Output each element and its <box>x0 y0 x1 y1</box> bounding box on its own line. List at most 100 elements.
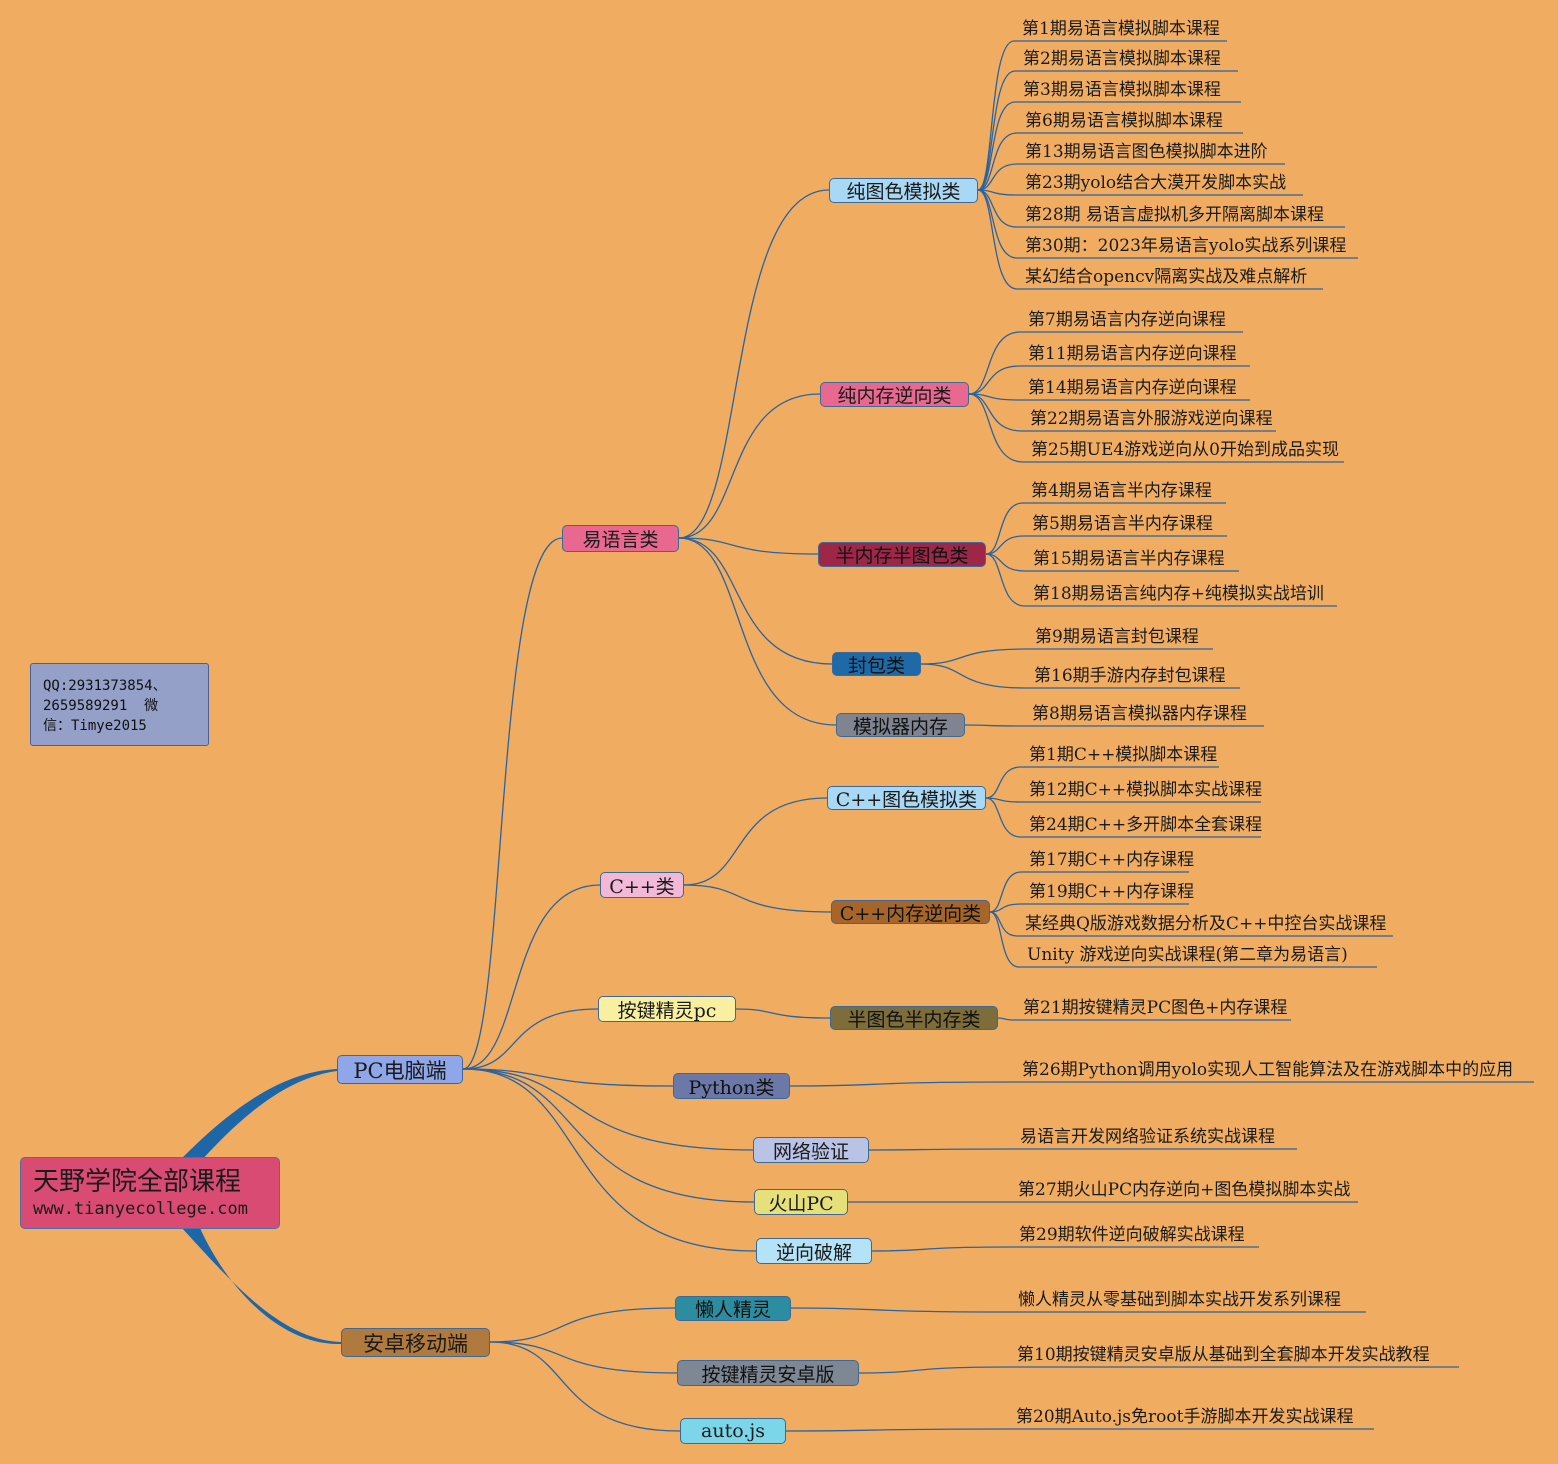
autojs-node[interactable]: auto.js <box>680 1418 786 1444</box>
packet-node[interactable]: 封包类 <box>832 652 921 677</box>
course-item[interactable]: 第1期C++模拟脚本课程 <box>1029 745 1218 765</box>
course-item[interactable]: 第11期易语言内存逆向课程 <box>1028 344 1237 364</box>
course-item[interactable]: 易语言开发网络验证系统实战课程 <box>1020 1127 1275 1147</box>
course-item[interactable]: 懒人精灵从零基础到脚本实战开发系列课程 <box>1018 1290 1341 1310</box>
course-item[interactable]: 第10期按键精灵安卓版从基础到全套脚本开发实战教程 <box>1017 1345 1430 1365</box>
half-node[interactable]: 半内存半图色类 <box>818 542 986 567</box>
connector <box>678 393 821 539</box>
connector <box>789 1081 1015 1087</box>
course-item[interactable]: 第18期易语言纯内存+纯模拟实战培训 <box>1033 584 1324 604</box>
connector <box>964 724 1025 727</box>
course-item[interactable]: Unity 游戏逆向实战课程(第二章为易语言) <box>1027 945 1348 965</box>
root-url: www.tianyecollege.com <box>33 1199 248 1219</box>
course-item[interactable]: 第27期火山PC内存逆向+图色模拟脚本实战 <box>1018 1180 1351 1200</box>
cpp-memory-node[interactable]: C++内存逆向类 <box>831 900 990 925</box>
course-item[interactable]: 第21期按键精灵PC图色+内存课程 <box>1023 998 1288 1018</box>
connector <box>462 1068 757 1252</box>
connector <box>678 189 830 539</box>
connector <box>920 663 1027 689</box>
python-node[interactable]: Python类 <box>673 1073 790 1099</box>
course-item[interactable]: 第20期Auto.js免root手游脚本开发实战课程 <box>1016 1407 1354 1427</box>
pure-memory-node[interactable]: 纯内存逆向类 <box>820 382 969 407</box>
crack-node[interactable]: 逆向破解 <box>756 1238 872 1264</box>
course-item[interactable]: 第30期：2023年易语言yolo实战系列课程 <box>1025 236 1347 256</box>
course-item[interactable]: 第16期手游内存封包课程 <box>1034 666 1226 686</box>
course-item[interactable]: 第2期易语言模拟脚本课程 <box>1023 49 1221 69</box>
connector <box>868 1148 1013 1151</box>
course-item[interactable]: 第17期C++内存课程 <box>1029 850 1195 870</box>
course-item[interactable]: 第3期易语言模拟脚本课程 <box>1023 80 1221 100</box>
course-item[interactable]: 某幻结合opencv隔离实战及难点解析 <box>1025 267 1308 287</box>
lanren-node[interactable]: 懒人精灵 <box>675 1296 791 1321</box>
connector <box>462 1068 674 1087</box>
course-item[interactable]: 第12期C++模拟脚本实战课程 <box>1029 780 1263 800</box>
connector <box>858 1366 1010 1374</box>
connector <box>989 871 1022 913</box>
course-item[interactable]: 第5期易语言半内存课程 <box>1032 514 1213 534</box>
course-item[interactable]: 第25期UE4游戏逆向从0开始到成品实现 <box>1031 440 1339 460</box>
course-item[interactable]: 第7期易语言内存逆向课程 <box>1028 310 1226 330</box>
course-item[interactable]: 第23期yolo结合大漠开发脚本实战 <box>1025 173 1287 193</box>
course-item[interactable]: 第6期易语言模拟脚本课程 <box>1025 111 1223 131</box>
course-item[interactable]: 第28期 易语言虚拟机多开隔离脚本课程 <box>1025 205 1325 225</box>
root-node[interactable]: 天野学院全部课程 www.tianyecollege.com <box>20 1157 280 1229</box>
connector <box>462 1068 754 1151</box>
course-item[interactable]: 某经典Q版游戏数据分析及C++中控台实战课程 <box>1025 914 1387 934</box>
connector <box>735 1008 831 1019</box>
network-node[interactable]: 网络验证 <box>753 1137 869 1163</box>
connector <box>489 1307 676 1343</box>
connector <box>985 535 1025 555</box>
ajjl-node[interactable]: 按键精灵pc <box>598 996 736 1022</box>
connector <box>462 884 601 1070</box>
connector <box>678 537 837 726</box>
connector <box>790 1307 1011 1313</box>
connector <box>989 911 1018 937</box>
course-item[interactable]: 第13期易语言图色模拟脚本进阶 <box>1025 142 1268 162</box>
connector <box>489 1341 678 1374</box>
connector <box>678 537 819 555</box>
ajjl-half-node[interactable]: 半图色半内存类 <box>830 1006 998 1031</box>
connector <box>977 189 1018 290</box>
connector <box>985 553 1026 607</box>
cpp-node[interactable]: C++类 <box>600 872 684 898</box>
connector <box>683 884 832 913</box>
connector <box>989 903 1022 913</box>
connector <box>785 1428 1009 1432</box>
yi-node[interactable]: 易语言类 <box>562 525 679 552</box>
course-item[interactable]: 第26期Python调用yolo实现人工智能算法及在游戏脚本中的应用 <box>1022 1060 1514 1080</box>
course-item[interactable]: 第4期易语言半内存课程 <box>1031 481 1212 501</box>
course-item[interactable]: 第19期C++内存课程 <box>1029 882 1195 902</box>
connector <box>462 1068 755 1203</box>
connector <box>920 648 1028 665</box>
pure-image-node[interactable]: 纯图色模拟类 <box>829 178 978 203</box>
connector <box>977 189 1018 259</box>
course-item[interactable]: 第1期易语言模拟脚本课程 <box>1022 19 1220 39</box>
course-item[interactable]: 第22期易语言外服游戏逆向课程 <box>1030 409 1273 429</box>
connector <box>989 911 1020 968</box>
connector <box>683 797 828 886</box>
connector <box>462 1008 599 1070</box>
huoshan-node[interactable]: 火山PC <box>754 1189 848 1215</box>
connector <box>180 1069 337 1162</box>
course-item[interactable]: 第9期易语言封包课程 <box>1035 627 1199 647</box>
connector <box>678 537 833 665</box>
pc-node[interactable]: PC电脑端 <box>337 1055 463 1084</box>
connector <box>462 537 563 1070</box>
course-item[interactable]: 第29期软件逆向破解实战课程 <box>1019 1225 1245 1245</box>
cpp-image-node[interactable]: C++图色模拟类 <box>827 786 986 811</box>
connector <box>997 1017 1016 1021</box>
course-item[interactable]: 第15期易语言半内存课程 <box>1033 549 1225 569</box>
course-item[interactable]: 第24期C++多开脚本全套课程 <box>1029 815 1263 835</box>
connector <box>977 70 1016 191</box>
connector <box>977 40 1015 191</box>
emulator-node[interactable]: 模拟器内存 <box>836 713 965 738</box>
course-item[interactable]: 第8期易语言模拟器内存课程 <box>1032 704 1247 724</box>
connector <box>871 1246 1012 1252</box>
course-item[interactable]: 第14期易语言内存逆向课程 <box>1028 378 1237 398</box>
connector <box>968 331 1021 395</box>
ajazb-node[interactable]: 按键精灵安卓版 <box>677 1360 859 1386</box>
android-node[interactable]: 安卓移动端 <box>341 1328 490 1357</box>
connector <box>489 1341 681 1432</box>
connector <box>977 189 1018 228</box>
